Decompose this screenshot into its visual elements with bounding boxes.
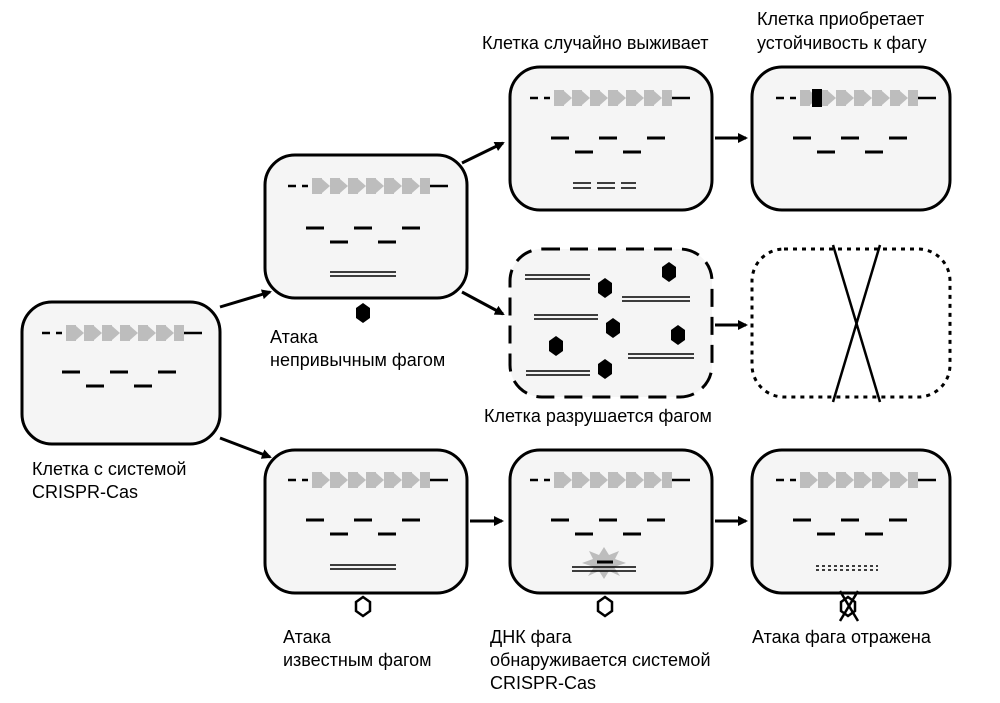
cell-destroyed bbox=[508, 247, 714, 399]
label-detect-2: обнаруживается системой bbox=[490, 650, 711, 670]
label-destroyed: Клетка разрушается фагом bbox=[484, 406, 712, 426]
label-survives: Клетка случайно выживает bbox=[482, 33, 708, 53]
label-resist-1: Клетка приобретает bbox=[757, 9, 924, 29]
label-detect-3: CRISPR-Cas bbox=[490, 673, 596, 693]
new-spacer-icon bbox=[812, 89, 822, 107]
arrows bbox=[219, 133, 748, 526]
label-start-1: Клетка с системой bbox=[32, 459, 186, 479]
label-resist-2: устойчивость к фагу bbox=[757, 33, 927, 53]
label-repelled: Атака фага отражена bbox=[752, 627, 932, 647]
label-known-1: Атака bbox=[283, 627, 332, 647]
phage-known-icon bbox=[354, 595, 372, 618]
phage-detected-icon bbox=[596, 595, 614, 618]
label-detect-1: ДНК фага bbox=[490, 627, 573, 647]
cell-known-attack bbox=[263, 448, 469, 618]
label-unfamiliar-2: непривычным фагом bbox=[270, 350, 445, 370]
cell-survives bbox=[508, 65, 714, 212]
cell-start bbox=[20, 300, 222, 446]
phage-unfamiliar-icon bbox=[356, 303, 370, 323]
cell-resistant bbox=[750, 65, 952, 212]
cell-detection bbox=[508, 448, 714, 618]
label-start-2: CRISPR-Cas bbox=[32, 482, 138, 502]
cell-repelled bbox=[750, 448, 952, 622]
label-unfamiliar-1: Атака bbox=[270, 327, 319, 347]
cell-unfamiliar-attack bbox=[263, 153, 469, 323]
label-known-2: известным фагом bbox=[283, 650, 432, 670]
cell-dead bbox=[750, 244, 952, 403]
